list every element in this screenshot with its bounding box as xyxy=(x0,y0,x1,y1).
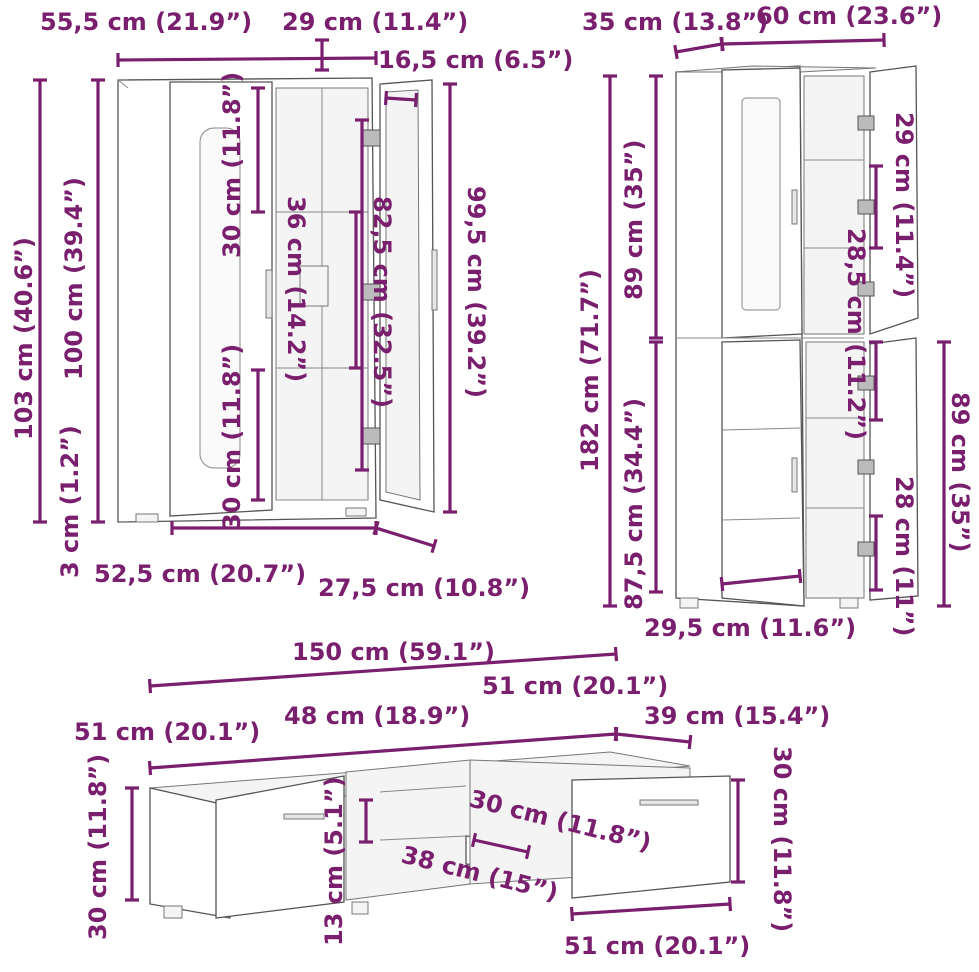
dimension-line xyxy=(473,838,529,854)
dimension-tick xyxy=(687,734,693,750)
lower-door xyxy=(721,339,805,607)
dimension-tick xyxy=(372,520,380,536)
tv-right-height-label: 30 cm (11.8”) xyxy=(768,746,796,932)
cabinet-b-bottom-height-label: 87,5 cm (34.4”) xyxy=(620,398,648,610)
dimension-line xyxy=(117,56,377,62)
dimension-tick xyxy=(147,760,153,776)
dimension-line xyxy=(721,574,801,586)
dimension-tick xyxy=(613,726,619,742)
dimension-tick xyxy=(470,832,478,848)
cabinet-a-shelf-mid-label: 36 cm (14.2”) xyxy=(282,196,310,382)
tv-left-height-label: 30 cm (11.8”) xyxy=(84,754,112,940)
dimension-tick xyxy=(797,568,803,584)
door-handle xyxy=(265,269,273,319)
dimension-line xyxy=(615,732,691,744)
dimension-line xyxy=(385,96,417,102)
dimension-line xyxy=(149,732,617,770)
dimension-line xyxy=(721,38,885,46)
tv-stand-drawing xyxy=(149,751,731,919)
tv-shelf-gap-label: 13 cm (5.1”) xyxy=(320,776,348,946)
glass-panel xyxy=(199,127,241,469)
cabinet-b-depth-label: 35 cm (13.8”) xyxy=(582,8,768,36)
cabinet-a-door-height-label: 82,5 cm (32.5”) xyxy=(368,196,396,408)
dimension-line xyxy=(675,42,723,54)
tv-depth-label: 39 cm (15.4”) xyxy=(644,702,830,730)
dimension-tick xyxy=(613,646,619,662)
left-door xyxy=(215,775,345,919)
cabinet-b-top-height-label: 89 cm (35”) xyxy=(620,140,648,300)
tv-right-section-label: 51 cm (20.1”) xyxy=(482,672,668,700)
tv-door-width-label: 51 cm (20.1”) xyxy=(564,932,750,960)
hinge-icon xyxy=(361,427,381,445)
upper-glass-panel xyxy=(741,97,781,311)
cabinet-a-shelf-bottom-label: 30 cm (11.8”) xyxy=(218,344,246,530)
cabinet-b-bottom-shelf-label: 28 cm (11”) xyxy=(890,476,918,636)
dimension-tick xyxy=(413,92,419,108)
cabinet-b-bottom-door-label: 89 cm (35”) xyxy=(946,392,974,552)
cabinet-a-door-thickness-label: 16,5 cm (6.5”) xyxy=(378,46,573,74)
dimension-tick xyxy=(383,90,389,106)
dimension-tick xyxy=(719,576,725,592)
cabinet-a-inner-width-label: 29 cm (11.4”) xyxy=(282,8,468,36)
cabinet-a-width-label: 55,5 cm (21.9”) xyxy=(40,8,252,36)
dimension-tick xyxy=(524,844,532,860)
inner-box xyxy=(299,265,329,307)
cabinet-b-door-width-label: 29,5 cm (11.6”) xyxy=(644,614,856,642)
dimension-line xyxy=(571,902,731,916)
cabinet-a-drawing xyxy=(117,77,438,523)
cabinet-a-side-height-label: 99,5 cm (39.2”) xyxy=(462,186,490,398)
dimension-tick xyxy=(673,44,679,60)
dimension-tick xyxy=(727,896,733,912)
cabinet-b-top-shelf-label: 29 cm (11.4”) xyxy=(890,112,918,298)
hinge-icon xyxy=(361,129,381,147)
dimension-line xyxy=(375,526,435,548)
dimension-tick xyxy=(569,906,575,922)
tv-total-width-label: 150 cm (59.1”) xyxy=(292,638,495,666)
cabinet-b-top-shelf2-label: 28,5 cm (11.2”) xyxy=(842,228,870,440)
right-flap xyxy=(571,775,731,899)
cabinet-a-total-height-label: 103 cm (40.6”) xyxy=(10,237,38,440)
dimension-labels: 55,5 cm (21.9”) 29 cm (11.4”) 16,5 cm (6… xyxy=(10,2,974,960)
cabinet-b-width-label: 60 cm (23.6”) xyxy=(756,2,942,30)
cabinet-b-drawing xyxy=(675,65,919,609)
tv-left-section-label: 51 cm (20.1”) xyxy=(74,718,260,746)
tv-middle-section-label: 48 cm (18.9”) xyxy=(284,702,470,730)
dimension-line xyxy=(149,652,617,688)
cabinet-a-leg-height-label: 3 cm (1.2”) xyxy=(56,425,84,578)
cabinet-a-door-width-label: 27,5 cm (10.8”) xyxy=(318,574,530,602)
cabinet-a-depth-label: 52,5 cm (20.7”) xyxy=(94,560,306,588)
dimension-tick xyxy=(430,538,438,554)
dimension-lines xyxy=(33,32,951,922)
cabinet-a-shelf-top-label: 30 cm (11.8”) xyxy=(218,72,246,258)
cabinet-b-total-height-label: 182 cm (71.7”) xyxy=(576,269,604,472)
dimension-tick xyxy=(147,678,153,694)
cabinet-a-body-height-label: 100 cm (39.4”) xyxy=(60,177,88,380)
